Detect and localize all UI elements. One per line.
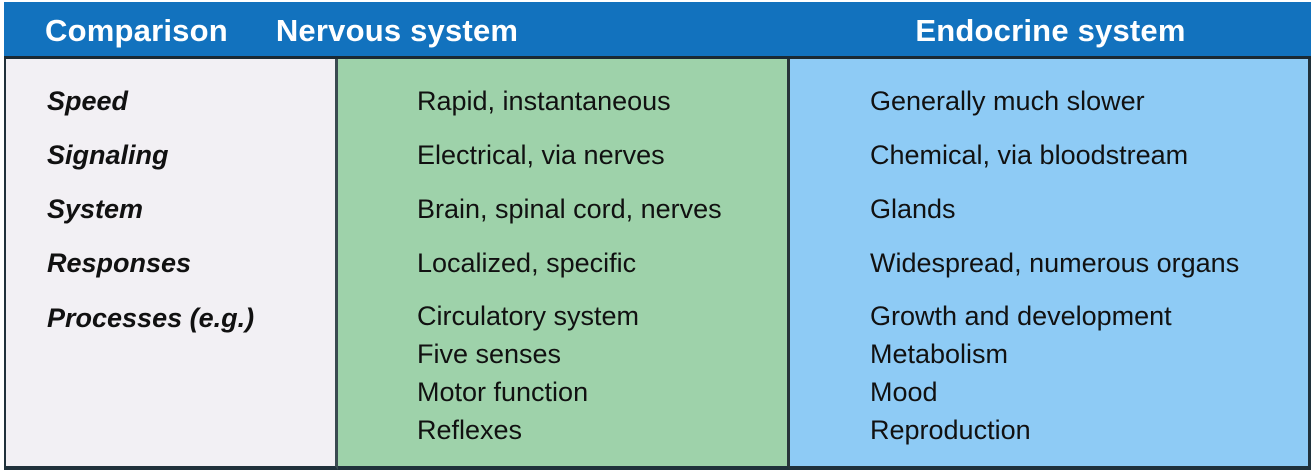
cell-nervous-system: Brain, spinal cord, nerves [417,194,722,224]
cell-endocrine-system: Glands [870,194,956,224]
list-item: Five senses [417,339,562,369]
table-body: Speed Signaling System Responses Process… [4,59,1311,470]
row-label-responses: Responses [47,248,192,278]
cell-endocrine-signaling: Chemical, via bloodstream [870,140,1189,170]
row-label-system: System [47,194,144,224]
list-item: Growth and development [870,301,1172,331]
list-item: Reflexes [417,415,523,445]
cell-nervous-responses: Localized, specific [417,248,637,278]
column-header-comparison: Comparison [45,13,228,48]
list-item: Mood [870,377,938,407]
row-label-signaling: Signaling [47,140,169,170]
list-item: Metabolism [870,339,1009,369]
row-label-processes: Processes (e.g.) [47,303,255,333]
list-item: Reproduction [870,415,1031,445]
cell-endocrine-responses: Widespread, numerous organs [870,248,1240,278]
cell-endocrine-speed: Generally much slower [870,86,1145,116]
comparison-table: Comparison Nervous system Endocrine syst… [4,2,1311,470]
table-header-row: Comparison Nervous system Endocrine syst… [4,2,1311,59]
row-label-speed: Speed [47,86,129,116]
column-comparison: Speed Signaling System Responses Process… [4,59,338,470]
list-item: Motor function [417,377,589,407]
cell-endocrine-processes: Growth and development Metabolism Mood R… [870,297,1172,449]
list-item: Circulatory system [417,301,640,331]
column-nervous-system: Rapid, instantaneous Electrical, via ner… [338,59,790,470]
column-header-nervous-system: Nervous system [275,13,519,48]
column-endocrine-system: Generally much slower Chemical, via bloo… [790,59,1311,470]
cell-nervous-speed: Rapid, instantaneous [417,86,671,116]
column-header-endocrine-system: Endocrine system [915,13,1186,48]
cell-nervous-signaling: Electrical, via nerves [417,140,665,170]
cell-nervous-processes: Circulatory system Five senses Motor fun… [417,297,639,449]
